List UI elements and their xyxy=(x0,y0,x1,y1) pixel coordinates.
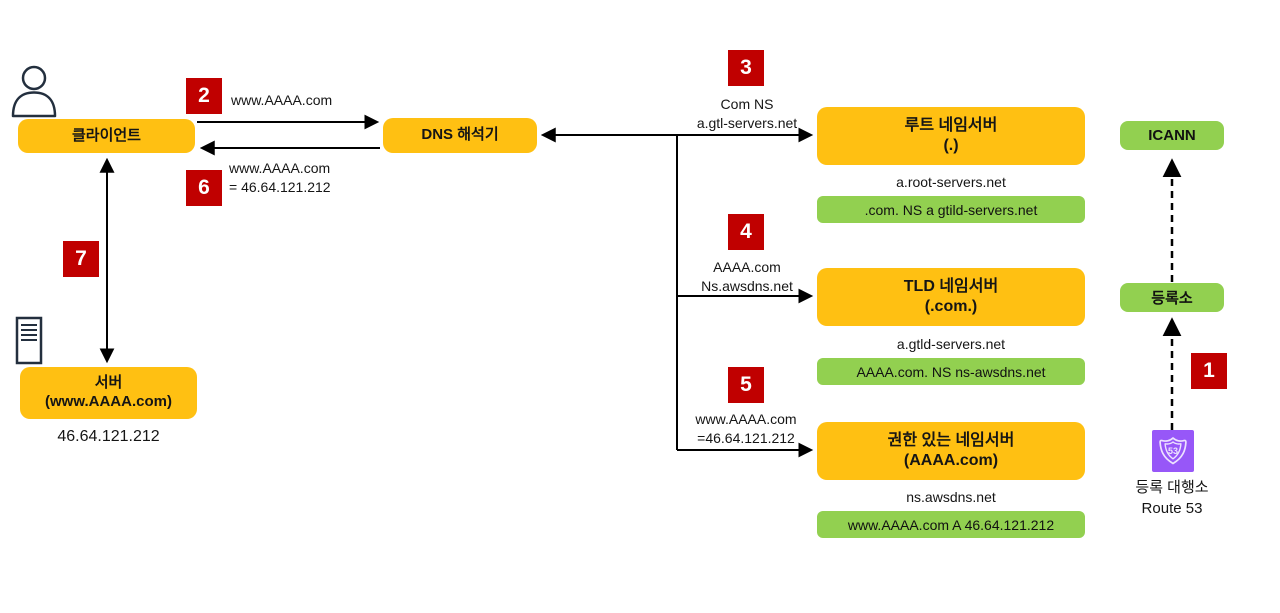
server-subtitle: (www.AAAA.com) xyxy=(45,393,172,410)
step-4-badge: 4 xyxy=(728,214,764,250)
auth-ns-record: www.AAAA.com A 46.64.121.212 xyxy=(817,511,1085,538)
tld-ns-record: AAAA.com. NS ns-awsdns.net xyxy=(817,358,1085,385)
step-6-number: 6 xyxy=(198,176,210,199)
step-2-number: 2 xyxy=(198,84,210,107)
root-ns-node: 루트 네임서버 (.) xyxy=(817,107,1085,165)
step5-line2: =46.64.121.212 xyxy=(697,430,795,446)
step3-line1: Com NS xyxy=(720,96,774,112)
root-ns-title: 루트 네임서버 xyxy=(904,117,998,134)
root-ns-record-text: .com. NS a gtild-servers.net xyxy=(864,201,1038,218)
resolver-node: DNS 해석기 xyxy=(383,118,537,153)
step-7-number: 7 xyxy=(75,247,87,270)
icann-label: ICANN xyxy=(1148,127,1196,144)
step-3-badge: 3 xyxy=(728,50,764,86)
step-2-badge: 2 xyxy=(186,78,222,114)
tld-ns-node: TLD 네임서버 (.com.) xyxy=(817,268,1085,326)
step5-auth-response-label: www.AAAA.com =46.64.121.212 xyxy=(681,410,811,448)
auth-ns-host: ns.awsdns.net xyxy=(906,489,996,505)
step-5-number: 5 xyxy=(740,373,752,396)
step4-line2: Ns.awsdns.net xyxy=(701,278,793,294)
auth-ns-subtitle: (AAAA.com) xyxy=(903,452,999,469)
registry-label: 등록소 xyxy=(1151,290,1193,307)
step4-line1: AAAA.com xyxy=(713,259,781,275)
step6-answer-line2: = 46.64.121.212 xyxy=(229,179,331,195)
root-ns-subtitle: (.) xyxy=(943,137,959,154)
step3-line2: a.gtl-servers.net xyxy=(696,115,798,131)
server-ip: 46.64.121.212 xyxy=(57,428,160,445)
step-4-number: 4 xyxy=(740,220,752,243)
registrar-label: 등록 대행소 Route 53 xyxy=(1120,477,1224,519)
client-node: 클라이언트 xyxy=(18,119,195,153)
client-label: 클라이언트 xyxy=(71,126,141,144)
server-icon xyxy=(15,316,43,365)
step4-tld-query-label: AAAA.com Ns.awsdns.net xyxy=(685,258,809,296)
tld-ns-record-text: AAAA.com. NS ns-awsdns.net xyxy=(856,363,1046,380)
step-1-number: 1 xyxy=(1203,359,1215,382)
person-icon xyxy=(11,65,57,118)
tld-ns-title: TLD 네임서버 xyxy=(903,278,999,295)
step6-answer-label: www.AAAA.com = 46.64.121.212 xyxy=(229,159,331,197)
step2-query-label: www.AAAA.com xyxy=(231,92,333,108)
step5-line1: www.AAAA.com xyxy=(695,411,797,427)
root-ns-host: a.root-servers.net xyxy=(896,174,1006,190)
step-3-number: 3 xyxy=(740,56,752,79)
auth-ns-record-text: www.AAAA.com A 46.64.121.212 xyxy=(847,516,1055,533)
auth-ns-node: 권한 있는 네임서버 (AAAA.com) xyxy=(817,422,1085,480)
step-1-badge: 1 xyxy=(1191,353,1227,389)
step-7-badge: 7 xyxy=(63,241,99,277)
route53-icon: 53 xyxy=(1152,430,1194,472)
registrar-title: 등록 대행소 xyxy=(1135,479,1209,496)
root-ns-record: .com. NS a gtild-servers.net xyxy=(817,196,1085,223)
registrar-subtitle: Route 53 xyxy=(1141,500,1203,517)
auth-ns-title: 권한 있는 네임서버 xyxy=(887,432,1015,449)
resolver-label: DNS 해석기 xyxy=(421,126,499,144)
icann-node: ICANN xyxy=(1120,121,1224,150)
tld-ns-host: a.gtld-servers.net xyxy=(896,336,1006,352)
registry-node: 등록소 xyxy=(1120,283,1224,312)
server-title: 서버 xyxy=(94,374,123,392)
server-node: 서버 (www.AAAA.com) xyxy=(20,367,197,419)
tld-ns-subtitle: (.com.) xyxy=(924,298,978,315)
step-5-badge: 5 xyxy=(728,367,764,403)
step3-root-response-label: Com NS a.gtl-servers.net xyxy=(685,95,809,133)
step-6-badge: 6 xyxy=(186,170,222,206)
step6-answer-line1: www.AAAA.com xyxy=(229,160,331,176)
route53-icon-number: 53 xyxy=(1168,446,1178,456)
